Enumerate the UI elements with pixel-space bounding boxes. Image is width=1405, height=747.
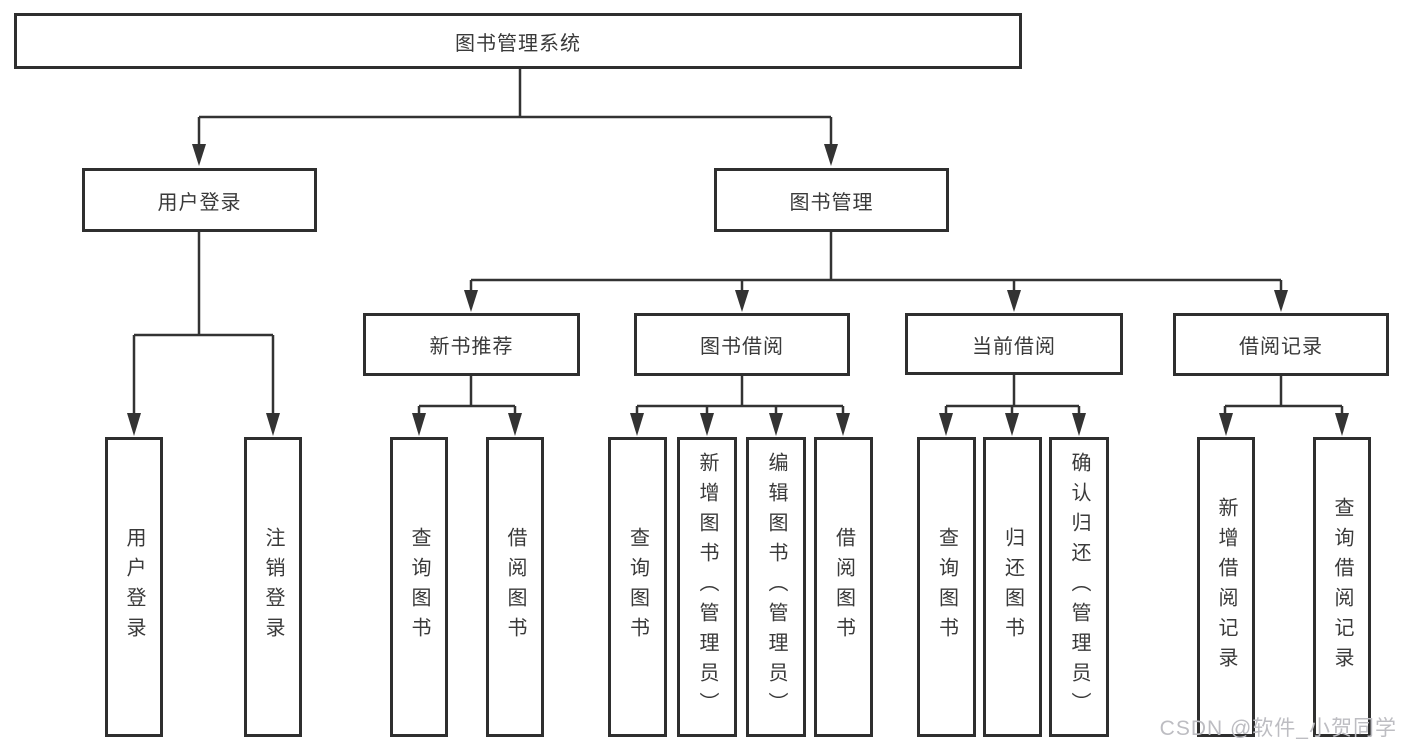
leaf-label: 用户登录: [123, 527, 145, 647]
leaf-label: 编辑图书（管理员）: [765, 452, 787, 722]
arrowheads: [127, 144, 1349, 436]
leaf-user-login: 用户登录: [105, 437, 163, 737]
leaf-edit-books-admin: 编辑图书（管理员）: [746, 437, 806, 737]
leaf-query-books-borrowing: 查询图书: [608, 437, 667, 737]
leaf-borrow-books: 借阅图书: [814, 437, 873, 737]
leaf-logout: 注销登录: [244, 437, 302, 737]
node-book-management-system: 图书管理系统: [14, 13, 1022, 69]
leaf-label: 借阅图书: [832, 527, 855, 647]
node-new-book-recommend: 新书推荐: [363, 313, 580, 376]
leaf-label: 借阅图书: [504, 527, 526, 647]
leaf-label: 查询图书: [408, 527, 430, 647]
leaf-label: 新增图书（管理员）: [696, 452, 718, 722]
watermark: CSDN @软件_小贺同学: [1159, 717, 1397, 740]
leaf-query-books-current: 查询图书: [917, 437, 976, 737]
leaf-label: 确认归还（管理员）: [1068, 452, 1090, 722]
leaf-label: 查询图书: [935, 527, 958, 647]
node-label: 借阅记录: [1239, 336, 1323, 358]
node-user-login: 用户登录: [82, 168, 317, 232]
node-current-borrowing: 当前借阅: [905, 313, 1123, 375]
node-label: 图书借阅: [700, 336, 784, 358]
leaf-return-books: 归还图书: [983, 437, 1042, 737]
node-label: 图书管理: [789, 191, 874, 214]
leaf-confirm-return-admin: 确认归还（管理员）: [1049, 437, 1109, 737]
node-label: 用户登录: [157, 191, 242, 214]
leaf-label: 查询借阅记录: [1331, 497, 1353, 677]
leaf-query-borrow-record: 查询借阅记录: [1313, 437, 1371, 737]
node-label: 当前借阅: [972, 335, 1056, 358]
leaf-label: 新增借阅记录: [1215, 497, 1237, 677]
leaf-query-books-recommend: 查询图书: [390, 437, 448, 737]
leaf-label: 注销登录: [262, 527, 284, 647]
node-label: 新书推荐: [429, 336, 514, 358]
leaf-add-books-admin: 新增图书（管理员）: [677, 437, 737, 737]
node-book-management: 图书管理: [714, 168, 949, 232]
node-book-borrowing: 图书借阅: [634, 313, 850, 376]
leaf-borrow-books-recommend: 借阅图书: [486, 437, 544, 737]
leaf-add-borrow-record: 新增借阅记录: [1197, 437, 1255, 737]
node-label: 图书管理系统: [455, 32, 581, 55]
node-borrowing-records: 借阅记录: [1173, 313, 1389, 376]
leaf-label: 归还图书: [1001, 527, 1024, 647]
leaf-label: 查询图书: [626, 527, 649, 647]
